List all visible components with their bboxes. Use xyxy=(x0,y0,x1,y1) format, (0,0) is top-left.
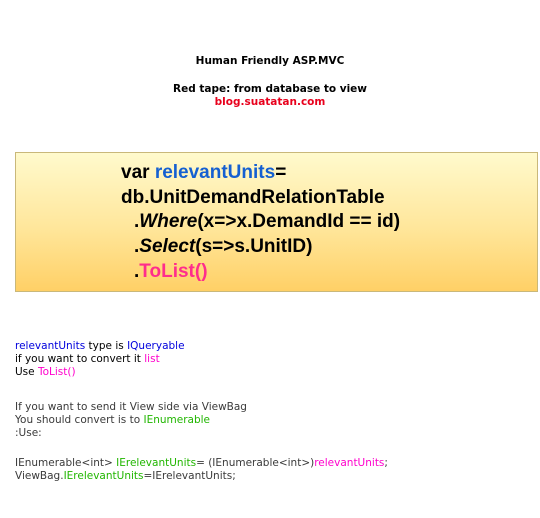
note-var: relevantUnits xyxy=(15,340,86,352)
code-select-args: (s=>s.UnitID) xyxy=(195,236,313,257)
note-text: You should convert is to xyxy=(15,414,144,426)
code-variable: relevantUnits xyxy=(154,162,276,183)
code-keyword: var xyxy=(121,162,155,183)
note-text: ; xyxy=(384,457,388,469)
note-ievar: IErelevantUnits xyxy=(63,470,144,482)
code-line-2: db.UnitDemandRelationTable xyxy=(121,187,385,208)
note-text: =IErelevantUnits; xyxy=(143,470,236,482)
code-dot: . xyxy=(134,211,140,232)
note-type: IQueryable xyxy=(127,340,185,352)
code-dot: . xyxy=(134,261,140,282)
site-url: blog.suatatan.com xyxy=(214,96,326,108)
note-ienumerable: IEnumerable xyxy=(143,414,210,426)
page-title: Human Friendly ASP.MVC xyxy=(195,55,345,67)
note-text: type is xyxy=(85,340,128,352)
note-tolist: ToList() xyxy=(37,366,76,378)
subtitle: Red tape: from database to view xyxy=(172,83,368,95)
code-method-tolist: ToList() xyxy=(139,261,208,282)
note-list: list xyxy=(144,353,160,365)
code-equals: = xyxy=(275,162,287,183)
note-relevant: relevantUnits xyxy=(314,457,385,469)
note-line-5: You should convert is to IEnumerable xyxy=(15,414,210,427)
code-line-3: .Where(x=>x.DemandId == id) xyxy=(134,210,400,233)
code-line-5: .ToList() xyxy=(134,260,208,283)
note-line-6: :Use: xyxy=(15,427,42,439)
code-box: var relevantUnits= db.UnitDemandRelation… xyxy=(15,152,538,292)
code-dot: . xyxy=(134,236,140,257)
note-text: Use xyxy=(15,366,38,378)
note-text: if you want to convert it xyxy=(15,353,145,365)
code-line-1: var relevantUnits= xyxy=(121,161,286,184)
note-text: ViewBag. xyxy=(15,470,64,482)
note-line-2: if you want to convert it list xyxy=(15,353,160,366)
note-ievar: IErelevantUnits xyxy=(116,457,197,469)
code-line-4: .Select(s=>s.UnitID) xyxy=(134,235,312,258)
note-line-4: If you want to send it View side via Vie… xyxy=(15,401,247,413)
note-line-8: ViewBag.IErelevantUnits=IErelevantUnits; xyxy=(15,470,236,483)
code-method-select: Select xyxy=(139,236,196,257)
code-where-args: (x=>x.DemandId == id) xyxy=(197,211,401,232)
note-text: IEnumerable<int> xyxy=(15,457,117,469)
note-line-7: IEnumerable<int> IErelevantUnits= (IEnum… xyxy=(15,457,388,470)
code-method-where: Where xyxy=(139,211,198,232)
note-line-1: relevantUnits type is IQueryable xyxy=(15,340,185,353)
note-line-3: Use ToList() xyxy=(15,366,76,379)
note-text: = (IEnumerable<int>) xyxy=(196,457,315,469)
